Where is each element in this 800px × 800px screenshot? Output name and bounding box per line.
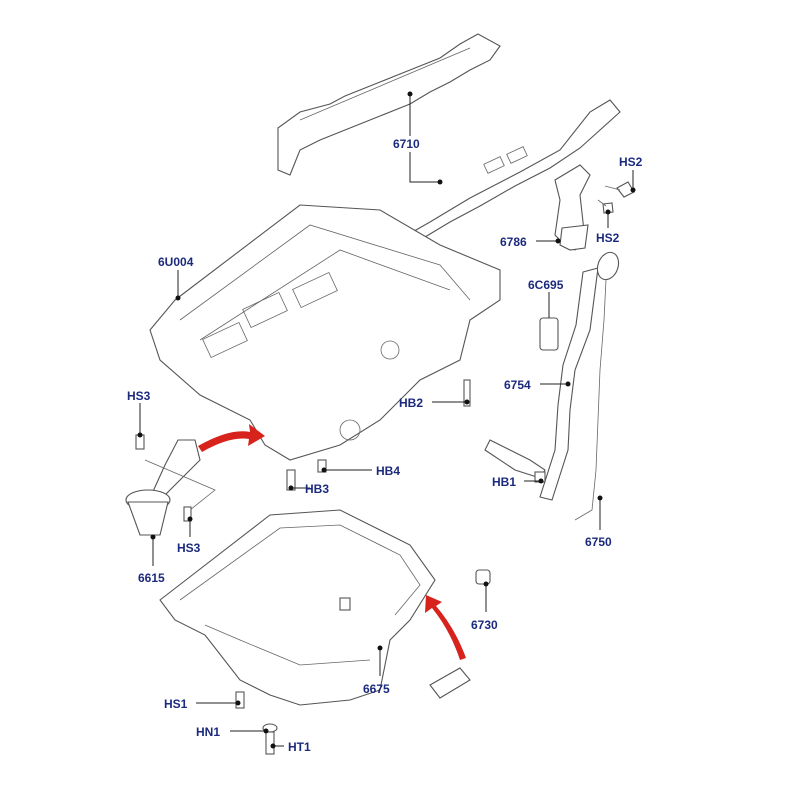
label-hn1: HN1 xyxy=(196,725,220,739)
label-hs3-top: HS3 xyxy=(127,389,151,403)
gasket-6710-lower xyxy=(401,99,621,247)
label-hs2-bottom: HS2 xyxy=(596,231,620,245)
label-6615: 6615 xyxy=(138,571,165,585)
label-6786: 6786 xyxy=(500,235,527,249)
label-6750: 6750 xyxy=(585,535,612,549)
label-hs2-top: HS2 xyxy=(619,155,643,169)
label-hb1: HB1 xyxy=(492,475,516,489)
label-6c695: 6C695 xyxy=(528,278,564,292)
red-arrow-drain-plug xyxy=(425,595,466,660)
drain-plug-6730 xyxy=(429,569,491,699)
gasket-6710-upper xyxy=(277,33,501,176)
bracket-6786 xyxy=(554,164,591,251)
label-6675: 6675 xyxy=(363,682,390,696)
label-hb2: HB2 xyxy=(399,396,423,410)
oil-pickup-6615 xyxy=(125,439,216,536)
oil-filter-6c695 xyxy=(539,317,559,351)
oil-pan-6675 xyxy=(159,509,436,706)
label-hs1: HS1 xyxy=(164,697,188,711)
bolt-hs2 xyxy=(597,181,635,214)
label-hb3: HB3 xyxy=(305,482,329,496)
label-hb4: HB4 xyxy=(376,464,400,478)
bottom-fasteners xyxy=(235,691,278,755)
red-arrow-crankcase xyxy=(198,424,265,452)
label-ht1: HT1 xyxy=(288,740,311,754)
dipstick-6750 xyxy=(574,251,620,521)
label-6730: 6730 xyxy=(471,618,498,632)
lower-crankcase-6u004 xyxy=(149,204,501,461)
label-6u004: 6U004 xyxy=(158,255,194,269)
leader-lines xyxy=(137,91,636,749)
label-hs3-bottom: HS3 xyxy=(177,541,201,555)
label-6754: 6754 xyxy=(504,378,531,392)
label-6710: 6710 xyxy=(393,137,420,151)
